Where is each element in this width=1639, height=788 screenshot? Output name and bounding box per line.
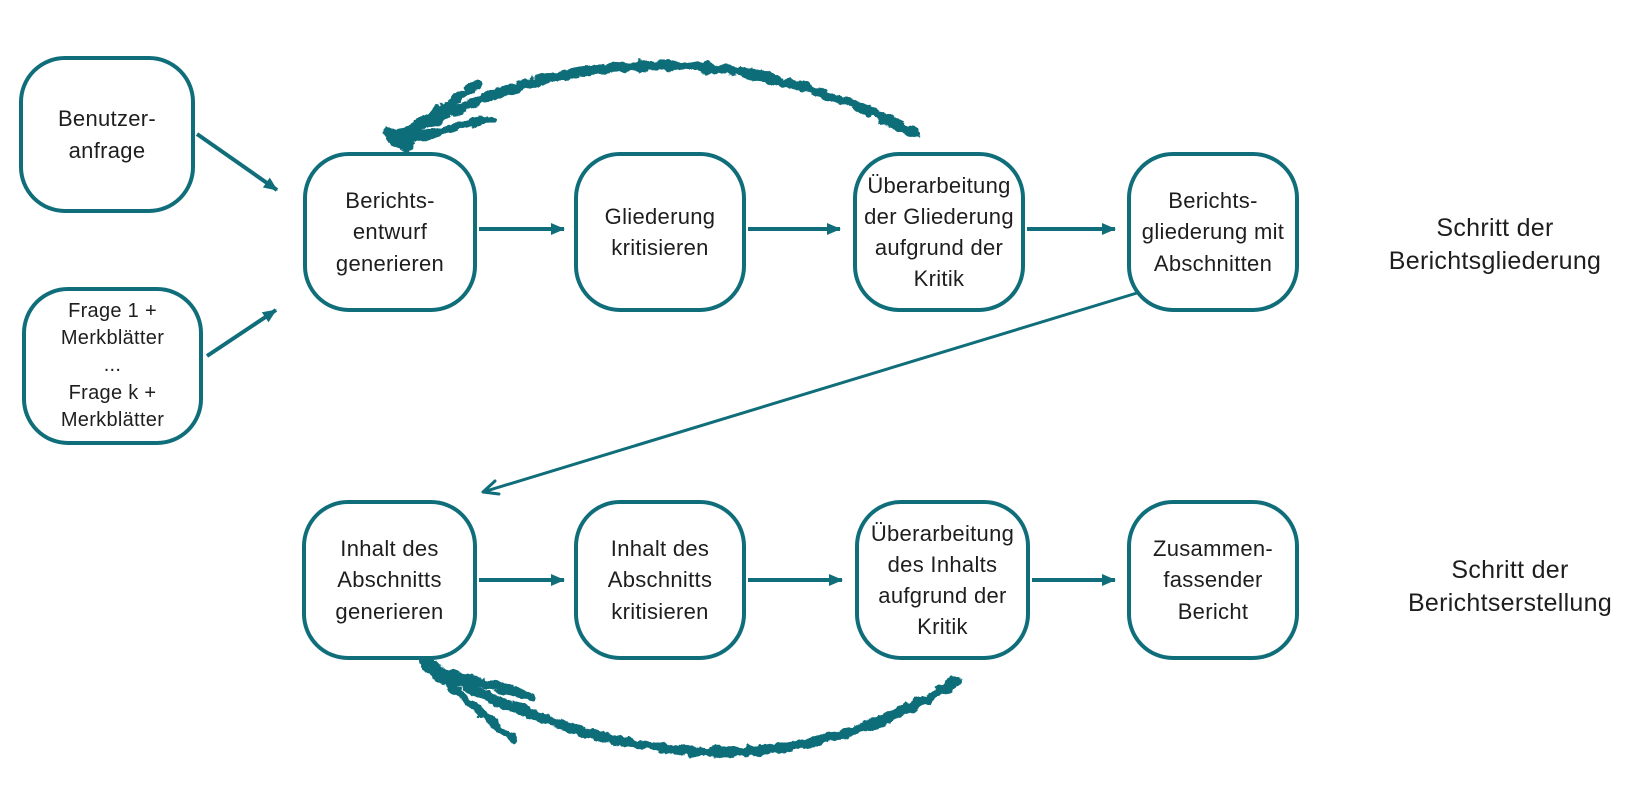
node-benutzeranfrage: Benutzer- anfrage	[19, 56, 195, 213]
arrow-fragen-to-berichtsentwurf	[205, 308, 278, 358]
node-inhalt-kritisieren: Inhalt des Abschnitts kritisieren	[574, 500, 746, 660]
node-ueberarbeitung-gliederung-label: Überarbeitung der Gliederung aufgrund de…	[864, 172, 1014, 292]
node-fragen: Frage 1 + Merkblätter ... Frage k + Merk…	[22, 287, 203, 445]
feedback-arc-bottom	[419, 655, 962, 757]
node-berichtsentwurf-generieren: Berichts- entwurf generieren	[303, 152, 477, 312]
node-inhalt-generieren: Inhalt des Abschnitts generieren	[302, 500, 477, 660]
node-zusammenfassender-bericht: Zusammen- fassender Bericht	[1127, 500, 1299, 660]
node-berichtsentwurf-generieren-label: Berichts- entwurf generieren	[335, 188, 445, 276]
node-ueberarbeitung-inhalt: Überarbeitung des Inhalts aufgrund der K…	[855, 500, 1030, 660]
node-ueberarbeitung-gliederung: Überarbeitung der Gliederung aufgrund de…	[853, 152, 1025, 312]
node-inhalt-kritisieren-label: Inhalt des Abschnitts kritisieren	[607, 536, 713, 624]
node-gliederung-kritisieren-label: Gliederung kritisieren	[604, 203, 716, 260]
arrow-berichtsgliederung-to-inhalt-generieren	[481, 291, 1139, 496]
node-fragen-label: Frage 1 + Merkblätter ... Frage k + Merk…	[60, 300, 165, 431]
node-gliederung-kritisieren: Gliederung kritisieren	[574, 152, 746, 312]
node-inhalt-generieren-label: Inhalt des Abschnitts generieren	[335, 536, 444, 624]
node-benutzeranfrage-label: Benutzer- anfrage	[57, 106, 157, 163]
node-berichtsgliederung-mit-abschnitten-label: Berichts- gliederung mit Abschnitten	[1141, 188, 1285, 276]
label-schritt-berichtserstellung: Schritt der Berichtserstellung	[1407, 556, 1613, 617]
arrow-benutzeranfrage-to-berichtsentwurf	[195, 132, 279, 192]
feedback-arc-top	[384, 60, 920, 152]
label-schritt-berichtsgliederung: Schritt der Berichtsgliederung	[1388, 214, 1602, 275]
node-ueberarbeitung-inhalt-label: Überarbeitung des Inhalts aufgrund der K…	[870, 520, 1015, 640]
node-zusammenfassender-bericht-label: Zusammen- fassender Bericht	[1152, 536, 1274, 624]
node-berichtsgliederung-mit-abschnitten: Berichts- gliederung mit Abschnitten	[1127, 152, 1299, 312]
